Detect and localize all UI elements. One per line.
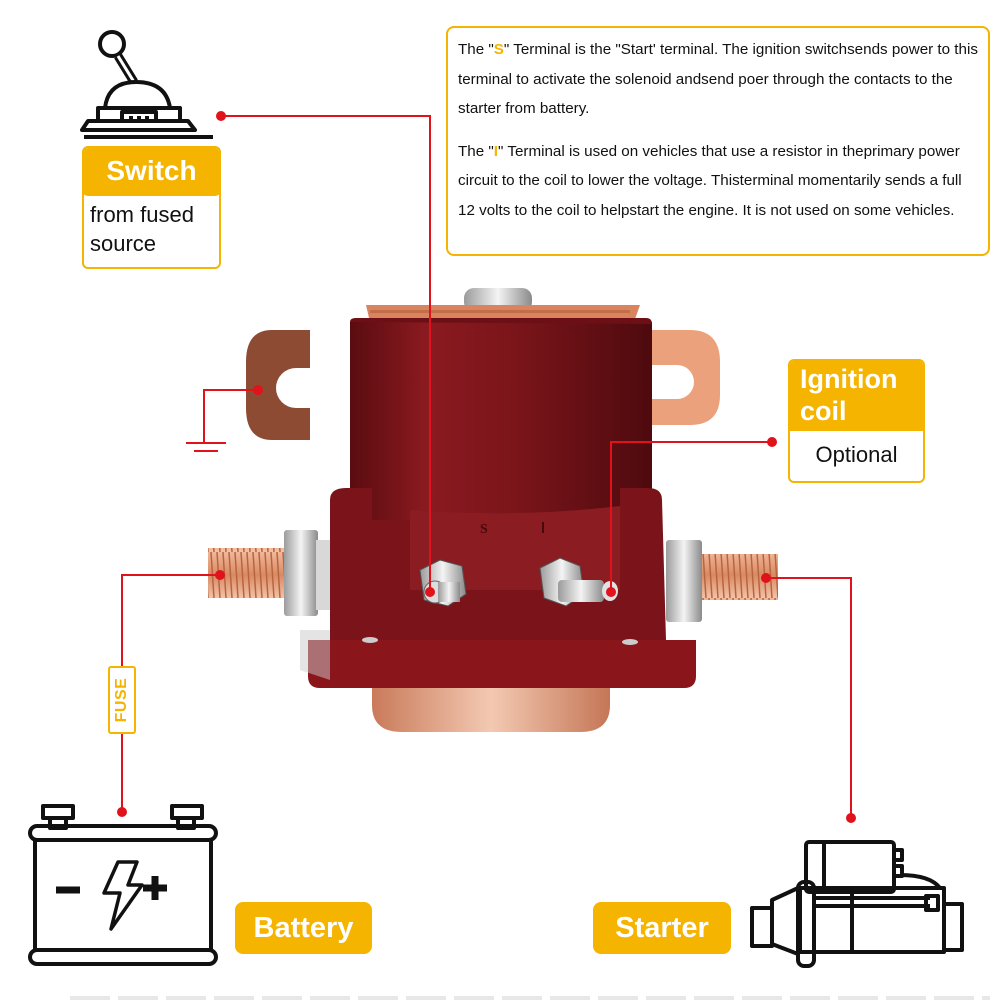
switch-label-card: Switch from fused source (82, 146, 221, 269)
terminal-s-marking: S (480, 522, 488, 537)
switch-lever-icon (80, 30, 213, 139)
ignition-coil-subtitle: Optional (815, 442, 898, 467)
info-text: " Terminal is the "Start' terminal. The … (458, 41, 978, 117)
switch-title: Switch (84, 148, 219, 196)
starter-motor-icon (750, 840, 964, 968)
s-terminal-highlight: S (493, 41, 504, 58)
info-text: " Terminal is used on vehicles that use … (458, 142, 962, 219)
wire-endpoints (117, 111, 856, 823)
battery-icon (28, 804, 218, 966)
ignition-coil-title: Ignition coil (790, 361, 923, 431)
info-paragraph-s: The "S" Terminal is the "Start' terminal… (458, 35, 978, 124)
battery-label: Battery (235, 902, 372, 954)
switch-subtitle: from fused source (90, 202, 194, 256)
ignition-coil-label-card: Ignition coil Optional (788, 359, 925, 483)
fuse-symbol: FUSE (108, 666, 136, 734)
i-terminal-highlight: I (493, 142, 499, 160)
info-paragraph-i: The "I" Terminal is used on vehicles tha… (458, 137, 978, 226)
starter-label: Starter (593, 902, 731, 954)
cropped-footer-text (70, 996, 990, 1000)
fuse-label: FUSE (113, 677, 130, 723)
info-text: The " (458, 142, 494, 160)
solenoid-product: S (208, 288, 778, 732)
terminal-info-panel: The "S" Terminal is the "Start' terminal… (446, 26, 990, 256)
info-text: The " (458, 41, 494, 58)
